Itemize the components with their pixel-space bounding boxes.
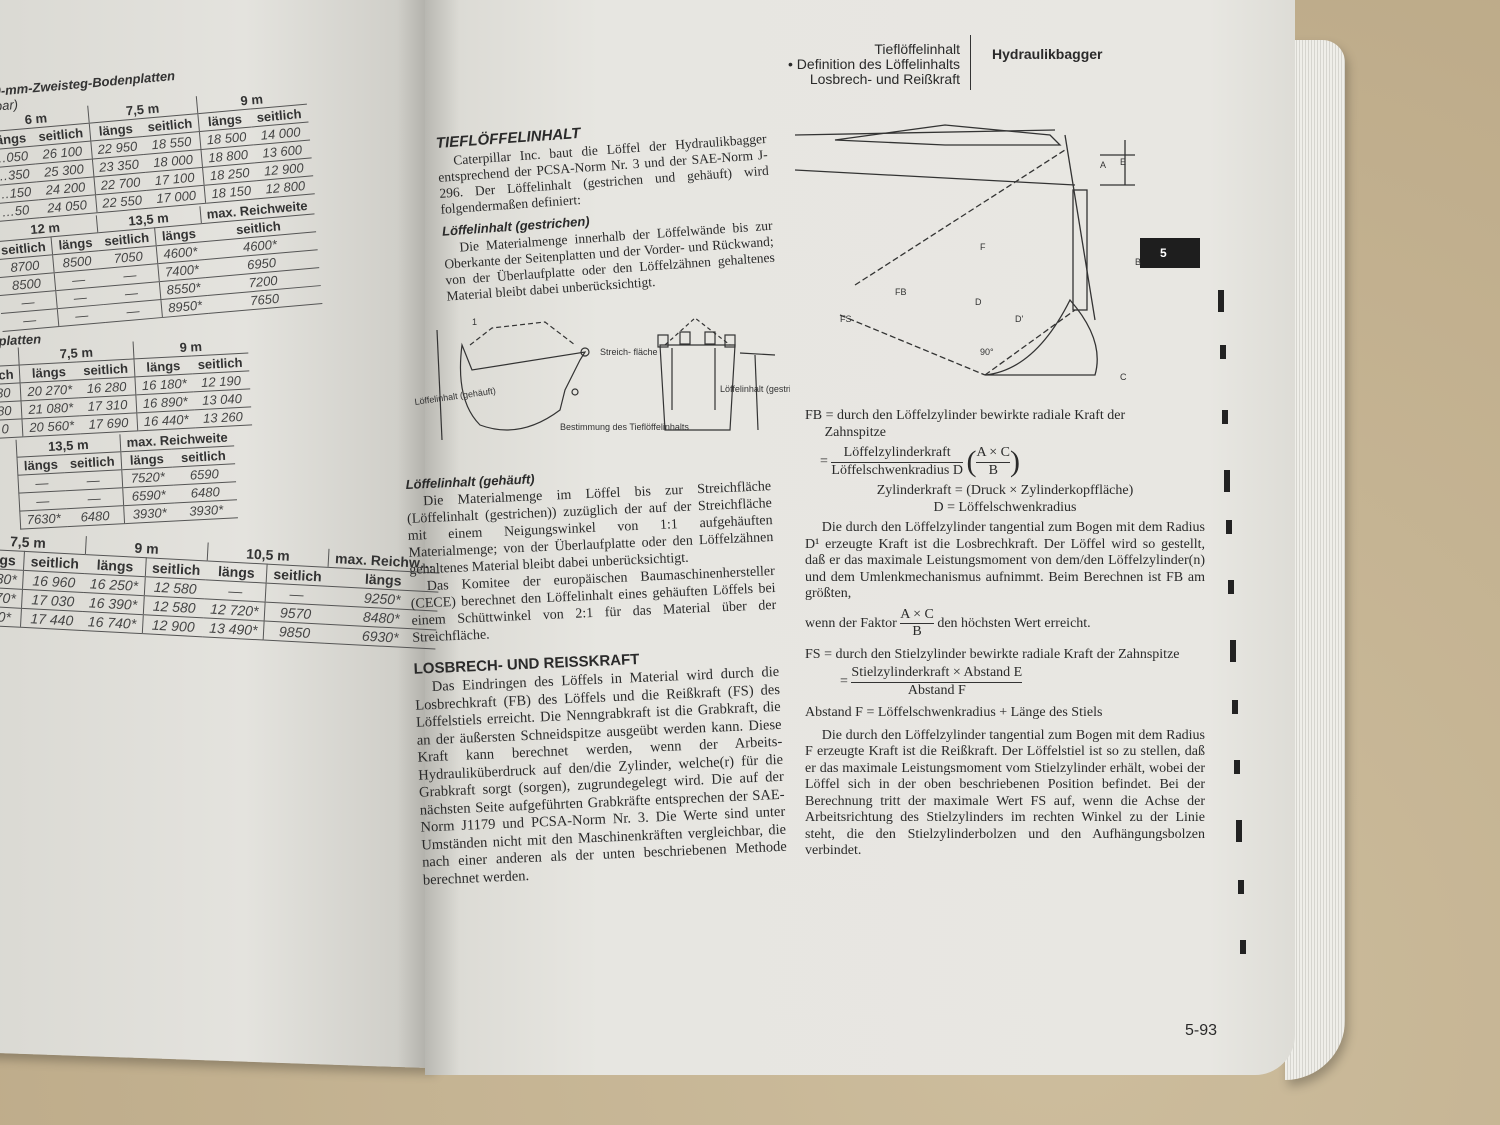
header-divider: [970, 35, 971, 90]
right-page: [425, 0, 1295, 1075]
paragraph: Die durch den Löffelzylinder tangential …: [805, 520, 1205, 601]
index-mark: [1238, 880, 1244, 894]
struck-label: Löffelinhalt (gestrichen): [720, 384, 790, 394]
index-mark: [1230, 640, 1236, 662]
page-edges: [1285, 40, 1345, 1080]
fraction-denominator: Löffelschwenkradius D: [831, 462, 963, 478]
table-cell: …50: [0, 199, 40, 222]
label-c: C: [1120, 372, 1127, 382]
text: wenn der Faktor: [805, 615, 897, 631]
table-cell: —: [57, 304, 106, 327]
table-cell: 18 150: [204, 180, 258, 204]
fraction-numerator: Stielzylinderkraft × Abstand E: [851, 665, 1023, 683]
fraction-denominator: B: [912, 624, 922, 639]
middle-column-top: TIEFLÖFFELINHALT Caterpillar Inc. baut d…: [435, 107, 776, 305]
fb-definition: FB = durch den Löffelzylinder bewirkte r…: [805, 408, 1126, 440]
index-mark: [1236, 820, 1242, 842]
table-cell: 16 440*: [136, 409, 196, 431]
fraction-numerator: Löffelzylinderkraft: [831, 445, 963, 463]
paragraph: Das Komitee der europäischen Baumaschine…: [410, 563, 777, 646]
label-b: B: [1135, 257, 1141, 267]
text: den höchsten Wert erreicht.: [937, 615, 1091, 631]
running-header: Tieflöffelinhalt • Definition des Löffel…: [760, 42, 960, 87]
paragraph: Das Eindringen des Löffels in Material w…: [414, 663, 788, 889]
table-cell: 3930*: [174, 499, 238, 522]
table-cell: 12 900: [142, 614, 204, 637]
d-definition: D = Löffelschwenkradius: [933, 499, 1077, 515]
fraction-denominator: B: [988, 462, 998, 478]
index-mark: [1220, 345, 1226, 359]
index-mark: [1234, 760, 1240, 774]
index-mark: [1232, 700, 1238, 714]
heaped-label: Löffelinhalt (gehäuft): [414, 386, 497, 407]
section-title: Hydraulikbagger: [992, 46, 1103, 62]
label-f: F: [980, 242, 986, 252]
page-number: 5-93: [1185, 1022, 1218, 1039]
table-cell: 17 690: [79, 412, 138, 434]
table-cell: 17 440: [20, 608, 83, 631]
cylinder-force-formula: Zylinderkraft = (Druck × Zylinderkopfflä…: [876, 483, 1134, 498]
label-e: E: [1120, 157, 1126, 167]
paragraph: Die Materialmenge im Löffel bis zur Stre…: [406, 479, 774, 578]
fraction-numerator: A × C: [900, 607, 934, 624]
table-cell: 13 260: [194, 406, 252, 428]
label-d: D: [975, 297, 982, 307]
abstand-formula: Abstand F = Löffelschwenkradius + Länge …: [805, 705, 1103, 720]
table-cell: …830*: [0, 567, 24, 590]
right-column: FB = durch den Löffelzylinder bewirkte r…: [805, 408, 1205, 860]
index-mark: [1240, 940, 1246, 954]
index-mark: [1222, 410, 1228, 424]
figure-caption: Bestimmung des Tieflöffelinhalts: [560, 422, 689, 432]
table-cell: 7630*: [19, 508, 68, 530]
label-fs: FS: [840, 314, 852, 324]
table-cell: 12 800: [256, 175, 315, 199]
column-header: …ngs: [0, 548, 25, 571]
header-line: • Definition des Löffelinhalts: [788, 56, 960, 72]
label-angle: 90°: [980, 347, 994, 357]
table-cell: 9850: [263, 621, 326, 644]
table-cell: 22 550: [95, 190, 149, 213]
table-cell: 3930*: [123, 503, 176, 524]
table-cell: 8950*: [160, 295, 209, 318]
table-cell: 16 740*: [81, 611, 144, 634]
index-mark: [1228, 580, 1234, 594]
fraction-numerator: A × C: [976, 445, 1011, 463]
middle-column-bottom: Löffelinhalt (gehäuft) Die Materialmenge…: [405, 454, 788, 890]
index-mark: [1224, 470, 1230, 492]
table-cell: 13 490*: [202, 617, 265, 641]
table-cell: …770*: [0, 586, 23, 609]
index-mark: [1218, 290, 1224, 312]
header-line: Losbrech- und Reißkraft: [809, 71, 960, 87]
streich-label: Streich- fläche: [600, 347, 658, 357]
table-cell: 6480: [66, 505, 125, 527]
table-cell: …60*: [0, 605, 22, 628]
slope-ratio: 1: [472, 317, 477, 327]
index-mark: [1226, 520, 1232, 534]
fs-definition: FS = durch den Stielzylinder bewirkte ra…: [805, 646, 1180, 662]
bucket-figure: Streich- fläche Bestimmung des Tieflöffe…: [414, 317, 790, 441]
paragraph: Die durch den Löffelzylinder tangential …: [805, 727, 1205, 859]
table-cell: 17 000: [147, 185, 206, 209]
label-a: A: [1100, 160, 1106, 170]
label-d-prime: D': [1015, 314, 1023, 324]
label-fb: FB: [895, 287, 907, 297]
fraction-denominator: Abstand F: [907, 682, 966, 698]
chapter-tab: 5: [1140, 238, 1200, 268]
header-line: Tieflöffelinhalt: [874, 41, 960, 57]
table-cell: 20 560*: [22, 415, 81, 437]
table-cell: 24 050: [37, 194, 97, 218]
excavator-force-diagram: A E B C D D' F FB FS 90°: [795, 124, 1141, 382]
table-cell: …0: [0, 418, 24, 440]
